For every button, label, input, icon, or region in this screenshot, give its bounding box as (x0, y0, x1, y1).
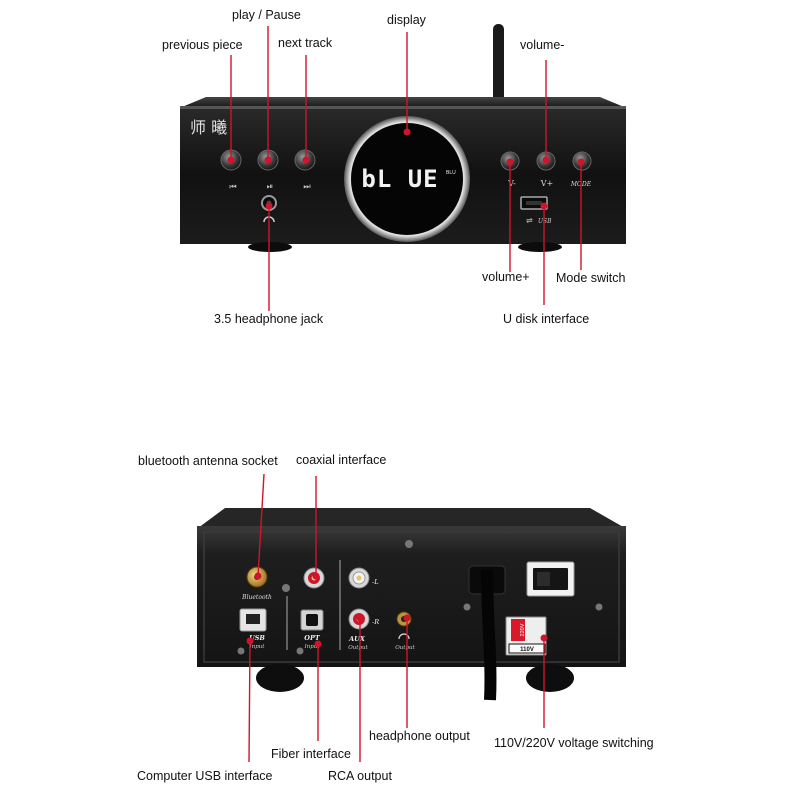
play-pause-icon: ⏯ (267, 182, 273, 191)
front-device: 师 曦 ⏮ ⏯ ⏭ bL UE BLU V- V+ MODE ⇌ USB (180, 24, 626, 252)
bluetooth-label: Bluetooth (241, 594, 272, 601)
voltage-220-label: 220V (520, 623, 526, 636)
label-rca: RCA output (328, 769, 392, 783)
rca-left-label: -L (372, 578, 379, 586)
headphone-output-icon (398, 633, 410, 640)
rear-device: Bluetooth USB Input OPT Input -L -R AUX … (197, 508, 626, 701)
vol-plus-label: V+ (540, 179, 553, 188)
label-play-pause: play / Pause (232, 8, 301, 22)
previous-icon: ⏮ (229, 182, 236, 191)
display-text: bL UE (361, 165, 438, 193)
opt-input-label: OPT (304, 634, 321, 642)
rear-top-lid (198, 508, 625, 528)
screw (282, 584, 290, 592)
screw (463, 603, 471, 611)
screw (237, 647, 245, 655)
label-computer-usb: Computer USB interface (137, 769, 273, 783)
aux-output-sub: Output (348, 645, 368, 651)
rca-right-label: -R (372, 618, 379, 626)
opt-input-sub: Input (304, 644, 321, 650)
headphone-output-sub: Output (395, 645, 415, 651)
usb-front-label: USB (538, 218, 552, 225)
display-sub: BLU (446, 170, 456, 176)
front-callouts (227, 26, 585, 311)
vol-minus-label: V- (507, 179, 516, 188)
label-voltage: 110V/220V voltage switching (494, 736, 654, 750)
label-previous: previous piece (162, 38, 243, 52)
label-udisk: U disk interface (503, 312, 590, 326)
brand-logo: 师 曦 (190, 118, 227, 137)
voltage-110-label: 110V (520, 647, 534, 653)
usb-input-sub: Input (249, 644, 266, 650)
usb-input-label: USB (249, 634, 265, 642)
label-display: display (387, 13, 426, 27)
screw (405, 540, 413, 548)
front-foot-right (518, 242, 562, 252)
label-volume-plus: volume+ (482, 270, 530, 284)
label-fiber: Fiber interface (271, 747, 351, 761)
screw (595, 603, 603, 611)
label-coaxial: coaxial interface (296, 453, 387, 467)
label-headphone-output: headphone output (369, 729, 470, 743)
label-mode: Mode switch (556, 271, 626, 285)
rear-foot-left (256, 664, 304, 692)
label-volume-minus: volume- (520, 38, 565, 52)
label-next: next track (278, 36, 333, 50)
aux-output-label: AUX (348, 635, 366, 643)
power-cable (481, 569, 497, 701)
front-foot-left (248, 242, 292, 252)
rear-foot-right (526, 664, 574, 692)
label-bt-socket: bluetooth antenna socket (138, 454, 278, 468)
usb-symbol-icon: ⇌ (526, 216, 533, 225)
front-top-lid (182, 97, 624, 107)
rear-callouts (246, 473, 548, 763)
bluetooth-antenna (493, 24, 504, 106)
next-icon: ⏭ (303, 182, 310, 191)
label-headphone-jack: 3.5 headphone jack (214, 312, 324, 326)
screw (296, 647, 304, 655)
